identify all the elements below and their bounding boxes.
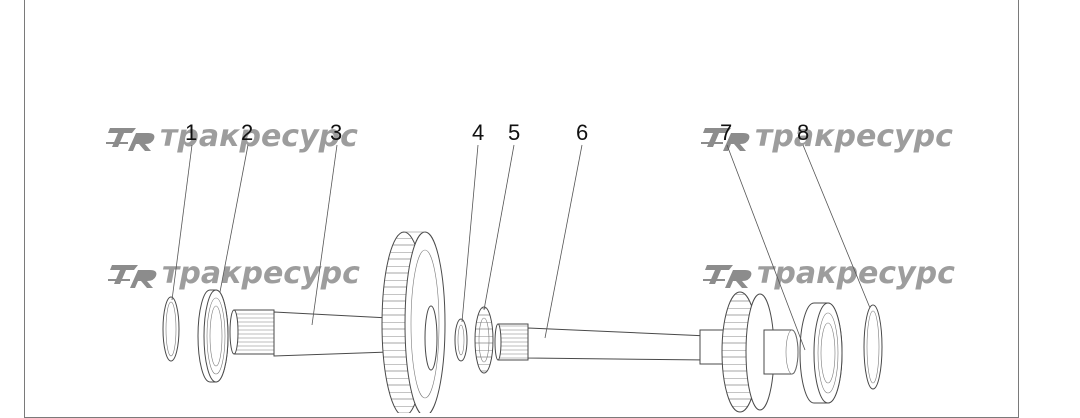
part-1-snap-ring bbox=[162, 296, 180, 362]
leader-lines bbox=[171, 144, 871, 351]
watermark-text: трaкресурс bbox=[160, 119, 358, 154]
leader-line-3 bbox=[311, 144, 338, 326]
watermark-mid-left: трaкресурс bbox=[108, 256, 360, 291]
leader-line-6 bbox=[544, 144, 583, 339]
tr-logo-icon bbox=[106, 128, 155, 151]
part-8-snap-ring bbox=[863, 304, 883, 390]
callout-8: 8 bbox=[797, 120, 809, 145]
leader-line-4 bbox=[461, 144, 479, 323]
tr-logo-icon bbox=[108, 265, 157, 288]
tr-logo-icon bbox=[703, 265, 752, 288]
part-6-gear-shaft bbox=[494, 291, 799, 413]
part-3-gear-shaft bbox=[229, 231, 446, 413]
leader-line-2 bbox=[219, 144, 249, 293]
tr-logo-icon bbox=[701, 128, 750, 151]
watermark-top-right: трaкресурс bbox=[701, 119, 953, 154]
watermark-text: трaкресурс bbox=[162, 256, 360, 291]
callout-labels: 1 2 3 4 5 6 7 8 bbox=[185, 120, 809, 145]
watermark-mid-right: трaкресурс bbox=[703, 256, 955, 291]
leader-line-5 bbox=[483, 144, 515, 311]
leader-line-7 bbox=[726, 144, 806, 351]
callout-7: 7 bbox=[720, 120, 732, 145]
watermark-top-left: трaкресурс bbox=[106, 119, 358, 154]
part-7-bearing bbox=[799, 302, 843, 404]
leader-line-8 bbox=[802, 144, 871, 309]
part-5-spline-ring bbox=[474, 306, 494, 374]
callout-6: 6 bbox=[576, 120, 588, 145]
watermark-text: трaкресурс bbox=[755, 119, 953, 154]
part-4-washer bbox=[454, 318, 468, 362]
callout-3: 3 bbox=[330, 120, 342, 145]
callout-4: 4 bbox=[472, 120, 484, 145]
callout-2: 2 bbox=[241, 120, 253, 145]
part-2-bearing bbox=[197, 289, 229, 383]
leader-line-1 bbox=[171, 144, 193, 301]
callout-5: 5 bbox=[508, 120, 520, 145]
callout-1: 1 bbox=[185, 120, 197, 145]
